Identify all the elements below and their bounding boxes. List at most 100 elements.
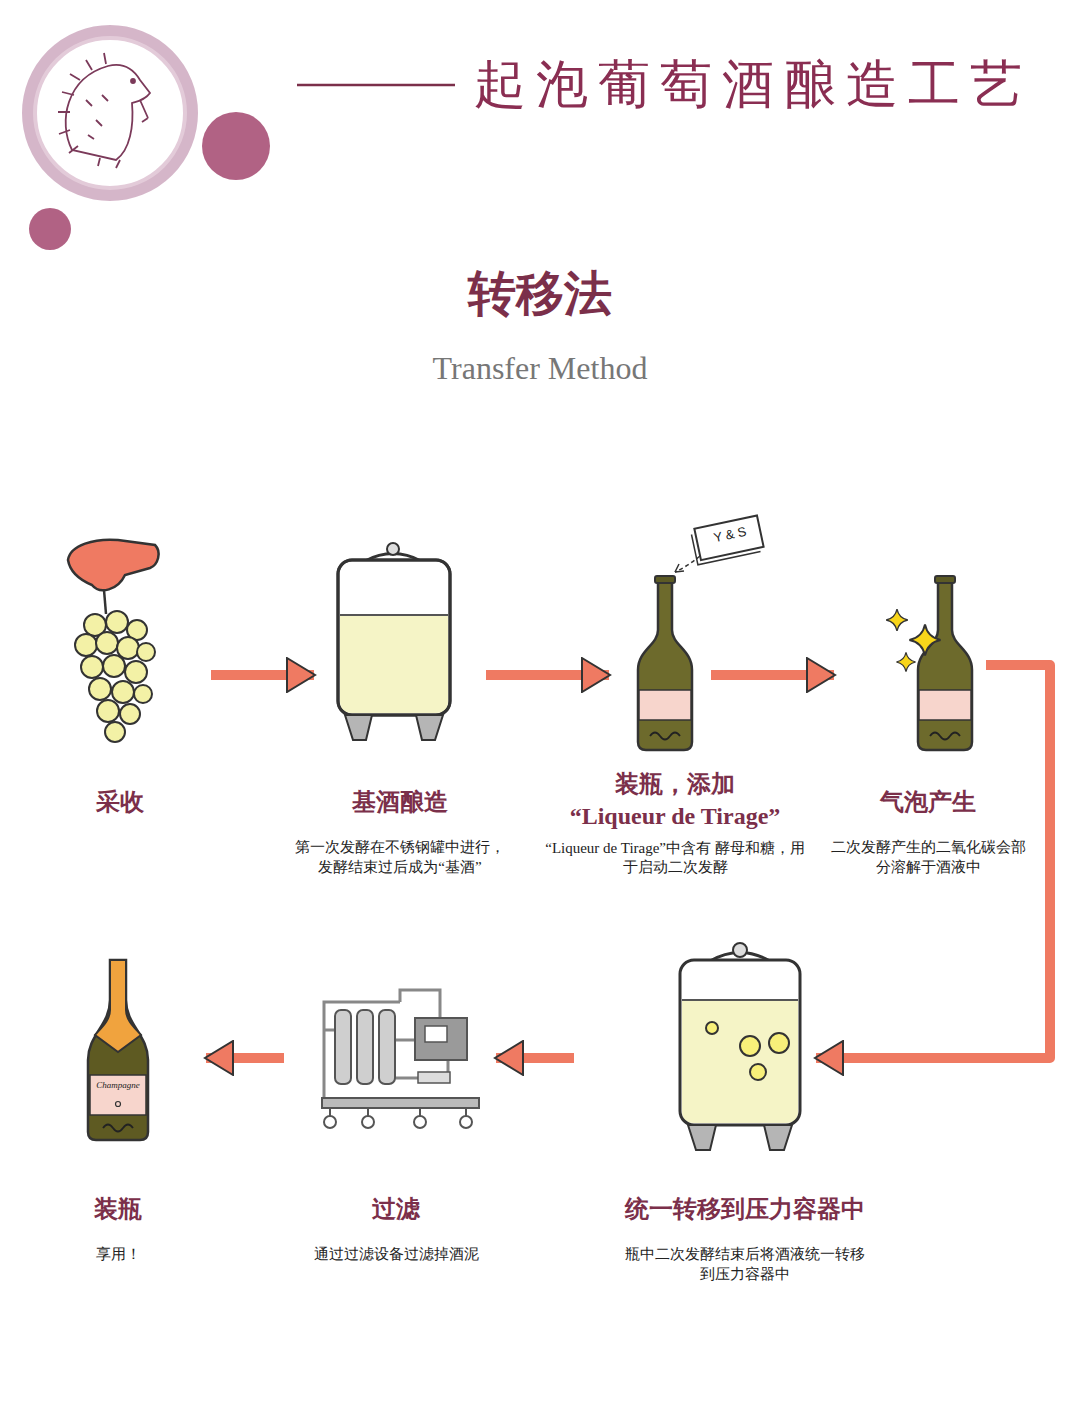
wine-stain-logo: [28, 31, 270, 250]
bottle-bubbles: [909, 624, 940, 655]
step-heading: 装瓶，添加 “Liqueur de Tirage”: [544, 768, 806, 833]
pressure-tank: [706, 1022, 789, 1080]
process-step: 装瓶，添加 “Liqueur de Tirage”“Liqueur de Tir…: [615, 570, 705, 755]
grape-harvest: [106, 611, 128, 633]
step-caption: 过滤通过过滤设备过滤掉酒泥: [296, 1193, 496, 1265]
steel-tank: [338, 543, 450, 740]
hedgehog-sketch: [58, 53, 108, 153]
section-heading: 转移法: [0, 262, 1080, 326]
step-heading: 气泡产生: [824, 786, 1032, 818]
bottle-bubbles: [886, 609, 908, 631]
grape-harvest: [117, 637, 139, 659]
grape-harvest: [81, 656, 103, 678]
grape-harvest: [89, 678, 111, 700]
bottle-bubbles: [896, 652, 915, 671]
grape-harvest: [112, 681, 134, 703]
steel-tank: [340, 614, 448, 616]
step-heading: 过滤: [296, 1193, 496, 1225]
pressure-tank: [733, 943, 747, 957]
process-step: 采收: [55, 530, 205, 755]
pressure-tank: [750, 1064, 766, 1080]
step-heading: 基酒酿造: [289, 786, 511, 818]
bottle-tirage: [638, 576, 692, 750]
filter-machine: [330, 1108, 466, 1116]
hedgehog-sketch: [98, 100, 148, 168]
hedgehog-sketch: [58, 53, 150, 168]
flow-arrow: [816, 665, 1050, 1058]
flow-arrow: [211, 670, 314, 680]
step-description: 二次发酵产生的二氧化碳会部 分溶解于酒液中: [824, 838, 1032, 877]
step-heading: 装瓶: [58, 1193, 178, 1225]
flow-arrow: [206, 1053, 284, 1063]
grape-harvest: [125, 661, 147, 683]
bottle-bubbles: [886, 576, 972, 750]
pressure-tank: [769, 1033, 789, 1053]
filter-machine: [460, 1116, 472, 1128]
grape-harvest: [120, 704, 140, 724]
grape-harvest: [75, 611, 155, 742]
filter-machine: [324, 1116, 336, 1128]
section-heading: Transfer Method: [0, 350, 1080, 387]
step-heading: 统一转移到压力容器中: [618, 1193, 872, 1225]
grape-harvest: [97, 700, 119, 722]
champagne-bottle: [116, 1102, 121, 1107]
filter-machine: [324, 1116, 472, 1128]
wine-stain-logo: [29, 208, 71, 250]
bottle-tirage: [691, 521, 760, 565]
pressure-tank: [680, 943, 800, 1150]
grape-harvest: [105, 722, 125, 742]
filter-machine: [322, 990, 479, 1128]
title-rule: [297, 84, 455, 87]
text-run: 装瓶，添加: [615, 771, 735, 797]
filter-machine: [362, 1116, 374, 1128]
filter-machine: [322, 1098, 479, 1108]
bottle-tirage: [675, 564, 684, 572]
champagne-bottle: [103, 1125, 133, 1132]
pressure-tank: [740, 1036, 760, 1056]
wine-stain-logo: [35, 38, 185, 188]
grape-harvest: [96, 632, 118, 654]
grape-harvest: [68, 540, 159, 591]
hedgehog-sketch: [131, 79, 135, 83]
bottle-label-text: Champagne: [90, 1080, 146, 1090]
grape-harvest: [68, 540, 159, 742]
process-step: 气泡产生二次发酵产生的二氧化碳会部 分溶解于酒液中: [840, 570, 980, 755]
champagne-bottle: [95, 960, 141, 1052]
wine-stain-logo: [28, 31, 192, 195]
grape-harvest: [75, 634, 97, 656]
step-caption: 装瓶，添加 “Liqueur de Tirage”“Liqueur de Tir…: [544, 768, 806, 878]
step-description: “Liqueur de Tirage”中含有 酵母和糖，用于启动二次发酵: [544, 839, 806, 878]
step-caption: 采收: [55, 786, 185, 818]
step-heading: 采收: [55, 786, 185, 818]
grape-harvest: [104, 590, 106, 614]
filter-machine: [357, 1010, 373, 1084]
step-caption: 气泡产生二次发酵产生的二氧化碳会部 分溶解于酒液中: [824, 786, 1032, 877]
steel-tank: [338, 560, 450, 715]
step-caption: 基酒酿造第一次发酵在不锈钢罐中进行， 发酵结束过后成为“基酒”: [289, 786, 511, 877]
pressure-tank: [706, 1022, 718, 1034]
filter-machine: [425, 1026, 447, 1042]
champagne-bottle: [88, 960, 148, 1140]
text-run: “Liqueur de Tirage”: [570, 803, 781, 829]
champagne-bottle: [90, 1075, 146, 1115]
page-title: 起泡葡萄酒酿造工艺: [474, 50, 1032, 120]
process-step: 过滤通过过滤设备过滤掉酒泥: [290, 980, 490, 1135]
grape-harvest: [103, 655, 125, 677]
filter-machine: [335, 1010, 395, 1084]
filter-machine: [335, 1010, 351, 1084]
steel-tank: [340, 615, 448, 713]
bottle-tirage: [638, 515, 764, 750]
step-description: 通过过滤设备过滤掉酒泥: [296, 1245, 496, 1265]
bottle-tirage: [690, 515, 764, 564]
filter-machine: [415, 1018, 467, 1060]
flow-arrow: [486, 670, 609, 680]
pressure-tank: [682, 1000, 798, 1123]
step-description: 瓶中二次发酵结束后将酒液统一转移 到压力容器中: [618, 1245, 872, 1284]
champagne-bottle: [88, 960, 148, 1140]
grape-harvest: [134, 685, 152, 703]
steel-tank: [345, 715, 443, 740]
step-caption: 统一转移到压力容器中瓶中二次发酵结束后将酒液统一转移 到压力容器中: [618, 1193, 872, 1284]
pressure-tank: [680, 960, 800, 1125]
step-description: 第一次发酵在不锈钢罐中进行， 发酵结束过后成为“基酒”: [289, 838, 511, 877]
